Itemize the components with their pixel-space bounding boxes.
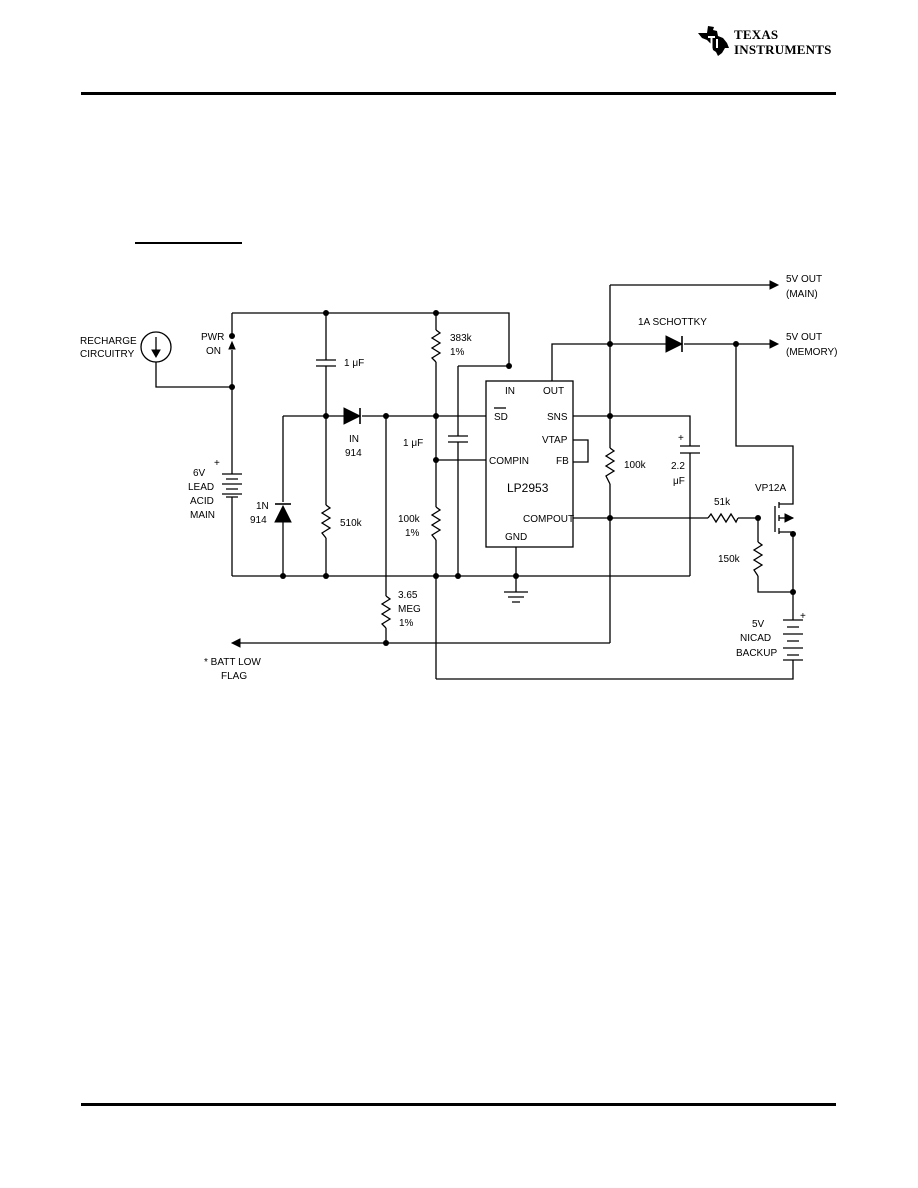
label-backup-backup: BACKUP (736, 648, 777, 659)
label-ic-part: LP2953 (507, 481, 549, 495)
label-ic-in: IN (505, 386, 515, 397)
label-ic-out: OUT (543, 386, 564, 397)
label-c22-plus: + (678, 433, 684, 444)
label-r383-tol: 1% (450, 347, 465, 358)
label-recharge-1: RECHARGE (80, 336, 137, 347)
section-heading-underline (135, 242, 242, 244)
label-1n-914: 914 (250, 515, 267, 526)
label-r383: 383k (450, 333, 473, 344)
label-backup-5v: 5V (752, 619, 765, 630)
label-battery-main: MAIN (190, 510, 215, 521)
label-r100-1pct: 100k (398, 514, 421, 525)
label-recharge-2: CIRCUITRY (80, 349, 135, 360)
label-r100-tol: 1% (405, 528, 420, 539)
label-r100k: 100k (624, 460, 647, 471)
label-5v-main: 5V OUT (786, 274, 822, 285)
label-diode-914: 914 (345, 448, 362, 459)
label-5v-main-sub: (MAIN) (786, 289, 818, 300)
label-on: ON (206, 346, 221, 357)
label-ic-compout: COMPOUT (523, 514, 574, 525)
label-c2: 1 μF (403, 438, 423, 449)
label-ic-sd: SD (494, 412, 508, 423)
label-ic-compin: COMPIN (489, 456, 529, 467)
label-schottky: 1A SCHOTTKY (638, 317, 707, 328)
ti-state-icon (698, 26, 729, 56)
label-battery-6v: 6V (193, 468, 206, 479)
label-diode-in: IN (349, 434, 359, 445)
label-batt-low: * BATT LOW (204, 657, 261, 668)
label-c22-unit: μF (673, 476, 685, 487)
label-battery-lead: LEAD (188, 482, 214, 493)
logo-text-texas: TEXAS (734, 27, 779, 42)
label-r365-meg: MEG (398, 604, 421, 615)
label-r365-tol: 1% (399, 618, 414, 629)
label-battery-plus: + (214, 458, 220, 469)
label-r365: 3.65 (398, 590, 418, 601)
header-rule (81, 92, 836, 95)
footer-rule (81, 1103, 836, 1106)
texas-instruments-logo: TEXAS INSTRUMENTS (696, 24, 838, 60)
label-r51k: 51k (714, 497, 731, 508)
label-ic-gnd: GND (505, 532, 527, 543)
label-5v-memory-sub: (MEMORY) (786, 347, 837, 358)
label-backup-plus: + (800, 611, 806, 622)
label-r150k: 150k (718, 554, 741, 565)
label-r510: 510k (340, 518, 363, 529)
label-1n: 1N (256, 501, 269, 512)
label-5v-memory: 5V OUT (786, 332, 822, 343)
label-batt-flag: FLAG (221, 671, 247, 682)
logo-text-instruments: INSTRUMENTS (734, 42, 832, 57)
label-c22: 2.2 (671, 461, 685, 472)
label-backup-nicad: NICAD (740, 633, 771, 644)
label-pwr: PWR (201, 332, 224, 343)
label-battery-acid: ACID (190, 496, 214, 507)
label-c1: 1 μF (344, 358, 364, 369)
label-ic-sns: SNS (547, 412, 568, 423)
label-mosfet: VP12A (755, 483, 786, 494)
label-ic-vtap: VTAP (542, 435, 568, 446)
label-ic-fb: FB (556, 456, 569, 467)
